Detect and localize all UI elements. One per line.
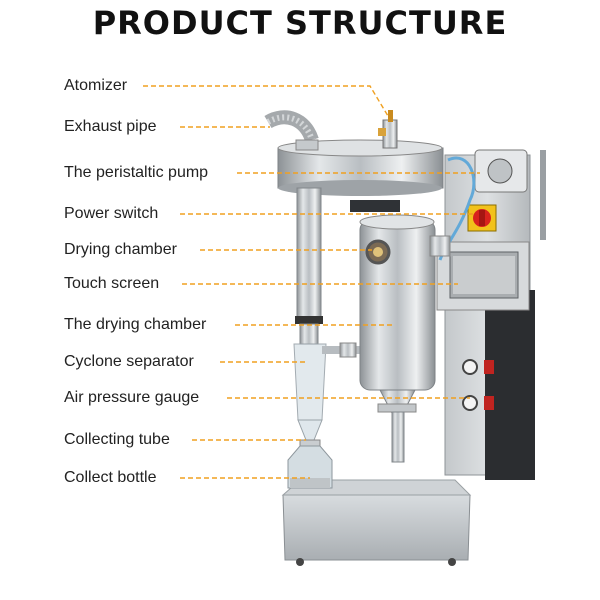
label-the-drying-chamber: The drying chamber [64,316,207,333]
exhaust-pipe [264,110,319,151]
label-drying-chamber: Drying chamber [64,241,177,258]
leader-atomizer [143,85,389,117]
atomizer [378,110,398,149]
label-collecting-tube: Collecting tube [64,431,170,448]
label-cyclone-separator: Cyclone separator [64,353,194,370]
label-collect-bottle: Collect bottle [64,469,157,486]
label-power-switch: Power switch [64,205,159,222]
page-title: PRODUCT STRUCTURE [92,4,508,42]
label-air-pressure-gauge: Air pressure gauge [64,389,200,406]
label-touch-screen: Touch screen [64,275,160,292]
peristaltic-pump [438,149,528,261]
top-lid [277,139,444,212]
base-plate [281,479,472,566]
label-peristaltic-pump: The peristaltic pump [64,164,209,181]
back-cabinet [444,150,546,480]
power-switch [467,204,497,232]
leader-lines [143,85,480,479]
label-atomizer: Atomizer [64,77,128,94]
drying-chamber [359,214,451,463]
control-panel [436,241,530,311]
air-pressure-gauges [462,359,494,411]
label-exhaust-pipe: Exhaust pipe [64,118,157,135]
cyclone-column [287,187,362,489]
